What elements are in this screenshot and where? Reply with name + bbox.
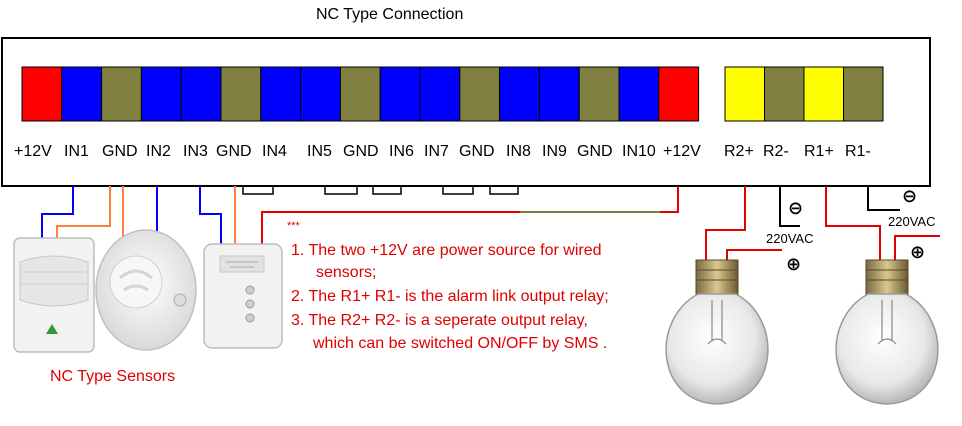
terminal-in8-12 — [499, 66, 540, 122]
gas-detector — [203, 243, 283, 349]
terminal-label-1: IN1 — [64, 143, 89, 160]
terminal-label-7: IN5 — [307, 143, 332, 160]
terminal-gnd-2 — [101, 66, 142, 122]
terminal-in9-13 — [538, 66, 580, 122]
panel-tabs — [242, 186, 519, 195]
note-line-5: which can be switched ON/OFF by SMS . — [313, 335, 608, 352]
plus-symbol-1: ⊕ — [786, 254, 802, 274]
terminal-r2plus-0 — [724, 66, 765, 122]
terminal-in7-10 — [419, 66, 461, 122]
terminal-in1-1 — [61, 66, 103, 122]
wire-gnd1 — [56, 186, 111, 238]
terminal-label-2: GND — [102, 143, 138, 160]
diagram-title: NC Type Connection — [316, 6, 464, 23]
minus-symbol-1: ⊖ — [788, 198, 804, 218]
terminal-label-4: IN3 — [183, 143, 208, 160]
smoke-detector — [95, 229, 197, 351]
minus-symbol-2: ⊖ — [902, 186, 918, 206]
terminal-plus12v-16 — [658, 66, 700, 122]
plus-symbol-2: ⊕ — [910, 242, 926, 262]
voltage-label-1: 220VAC — [766, 231, 814, 246]
terminal-label-12: IN8 — [506, 143, 531, 160]
note-line-1: 1. The two +12V are power source for wir… — [291, 242, 602, 259]
terminal-label-2: R1+ — [804, 143, 834, 160]
wire-lamp2-return — [894, 235, 940, 262]
terminal-plus12v-0 — [21, 66, 63, 122]
terminal-label-3: R1- — [845, 143, 871, 160]
terminal-label-11: GND — [459, 143, 495, 160]
lamp-1 — [665, 259, 769, 405]
lamp-2 — [835, 259, 939, 405]
voltage-label-2: 220VAC — [888, 214, 936, 229]
terminal-label-14: GND — [577, 143, 613, 160]
terminal-label-3: IN2 — [146, 143, 171, 160]
note-line-2: sensors; — [316, 264, 377, 281]
terminal-in3-4 — [180, 66, 222, 122]
terminal-r1minus-3 — [843, 66, 884, 122]
lamp-wires — [705, 186, 940, 262]
terminal-label-15: IN10 — [622, 143, 656, 160]
terminal-gnd-11 — [459, 66, 501, 122]
terminal-gnd-5 — [220, 66, 262, 122]
terminal-label-5: GND — [216, 143, 252, 160]
terminal-in10-15 — [618, 66, 660, 122]
notes-marker: *** — [287, 220, 300, 232]
wire-r1plus — [825, 186, 881, 262]
terminal-in4-6 — [260, 66, 302, 122]
terminal-label-8: GND — [343, 143, 379, 160]
sensor-wires — [41, 186, 679, 244]
main-terminal-block — [21, 66, 700, 122]
terminal-label-9: IN6 — [389, 143, 414, 160]
terminal-label-1: R2- — [763, 143, 789, 160]
terminal-r2minus-1 — [764, 66, 805, 122]
wire-in1 — [41, 186, 74, 238]
terminal-label-13: IN9 — [542, 143, 567, 160]
wire-r2minus — [779, 186, 800, 227]
terminal-in6-9 — [379, 66, 421, 122]
pir-sensor — [13, 237, 95, 353]
terminal-label-10: IN7 — [424, 143, 449, 160]
terminal-r1plus-2 — [803, 66, 844, 122]
terminal-gnd-14 — [578, 66, 620, 122]
terminal-label-0: R2+ — [724, 143, 754, 160]
terminal-in5-7 — [300, 66, 341, 122]
wire-12v-red — [261, 186, 679, 244]
note-line-4: 3. The R2+ R2- is a seperate output rela… — [291, 312, 588, 329]
relay-terminal-block — [724, 66, 884, 122]
terminal-in2-3 — [140, 66, 182, 122]
wire-r1minus — [867, 186, 900, 211]
wire-lamp1-return — [726, 249, 782, 262]
terminal-gnd-8 — [339, 66, 381, 122]
note-line-3: 2. The R1+ R1- is the alarm link output … — [291, 288, 609, 305]
sensors-label: NC Type Sensors — [50, 368, 176, 385]
terminal-label-6: IN4 — [262, 143, 287, 160]
wire-r2plus — [705, 186, 746, 262]
wire-in3 — [199, 186, 222, 244]
terminal-label-16: +12V — [663, 143, 701, 160]
terminal-label-0: +12V — [14, 143, 52, 160]
